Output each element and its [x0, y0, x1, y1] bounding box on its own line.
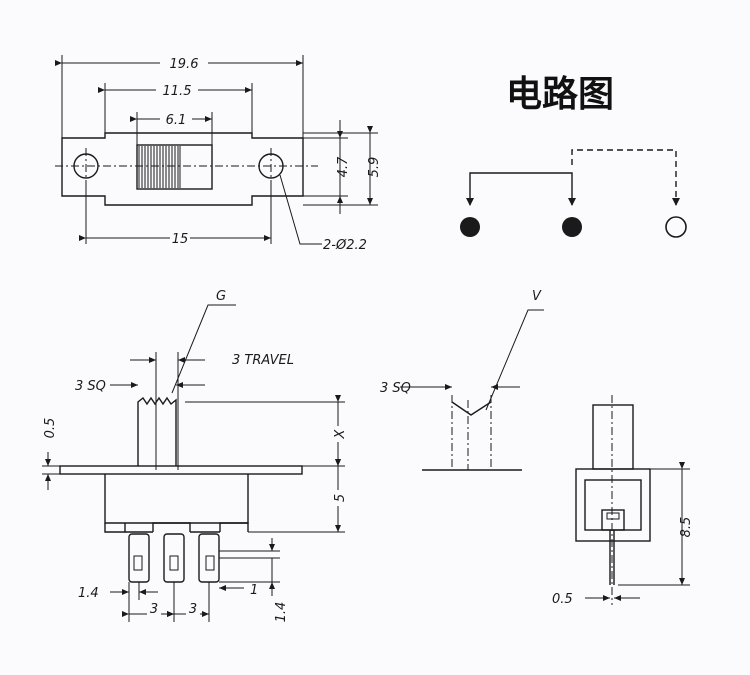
dim-pin-t: 1: [250, 583, 258, 598]
terminal-common: [460, 217, 480, 237]
side-view: G 3 TRAVEL 3 SQ: [42, 289, 348, 622]
dim-pin-thk: 0.5: [552, 592, 573, 607]
dim-outer-pitch: 11.5: [163, 84, 192, 99]
dim-slider-width: 6.1: [166, 113, 187, 128]
dim-actuator-sq: 3 SQ: [75, 379, 106, 394]
pins: [128, 533, 220, 583]
terminal-b: [665, 216, 687, 238]
label-g: G: [216, 289, 226, 304]
dim-plate-thk: 0.5: [43, 418, 58, 439]
schematic: 电路图: [460, 74, 687, 238]
dim-v-sq: 3 SQ: [380, 381, 411, 396]
dim-pin-w: 1.4: [78, 586, 99, 601]
dim-height-inner: 4.7: [336, 156, 351, 177]
end-view: 8.5 0.5: [552, 395, 694, 607]
top-view: 19.6 11.5 6.1 4.7 5.9 15 2-: [55, 55, 382, 253]
dim-holes-callout: 2-Ø2.2: [323, 238, 367, 253]
dim-overall-width: 19.6: [170, 57, 199, 72]
v-view: V 3 SQ: [380, 289, 544, 471]
schematic-title: 电路图: [506, 74, 614, 115]
terminal-a: [562, 217, 582, 237]
label-v: V: [532, 289, 542, 304]
dim-total-h: 8.5: [679, 517, 694, 538]
dim-pitch-b: 3: [189, 602, 197, 617]
dim-body-h: 5: [333, 494, 348, 502]
dim-pitch-a: 3: [150, 602, 158, 617]
dim-actuator-h: X: [333, 428, 348, 439]
dim-hole-pitch: 15: [172, 232, 189, 247]
dim-pin-len: 1.4: [274, 602, 289, 623]
dim-height-outer: 5.9: [367, 157, 382, 178]
dim-travel: 3 TRAVEL: [232, 353, 294, 368]
